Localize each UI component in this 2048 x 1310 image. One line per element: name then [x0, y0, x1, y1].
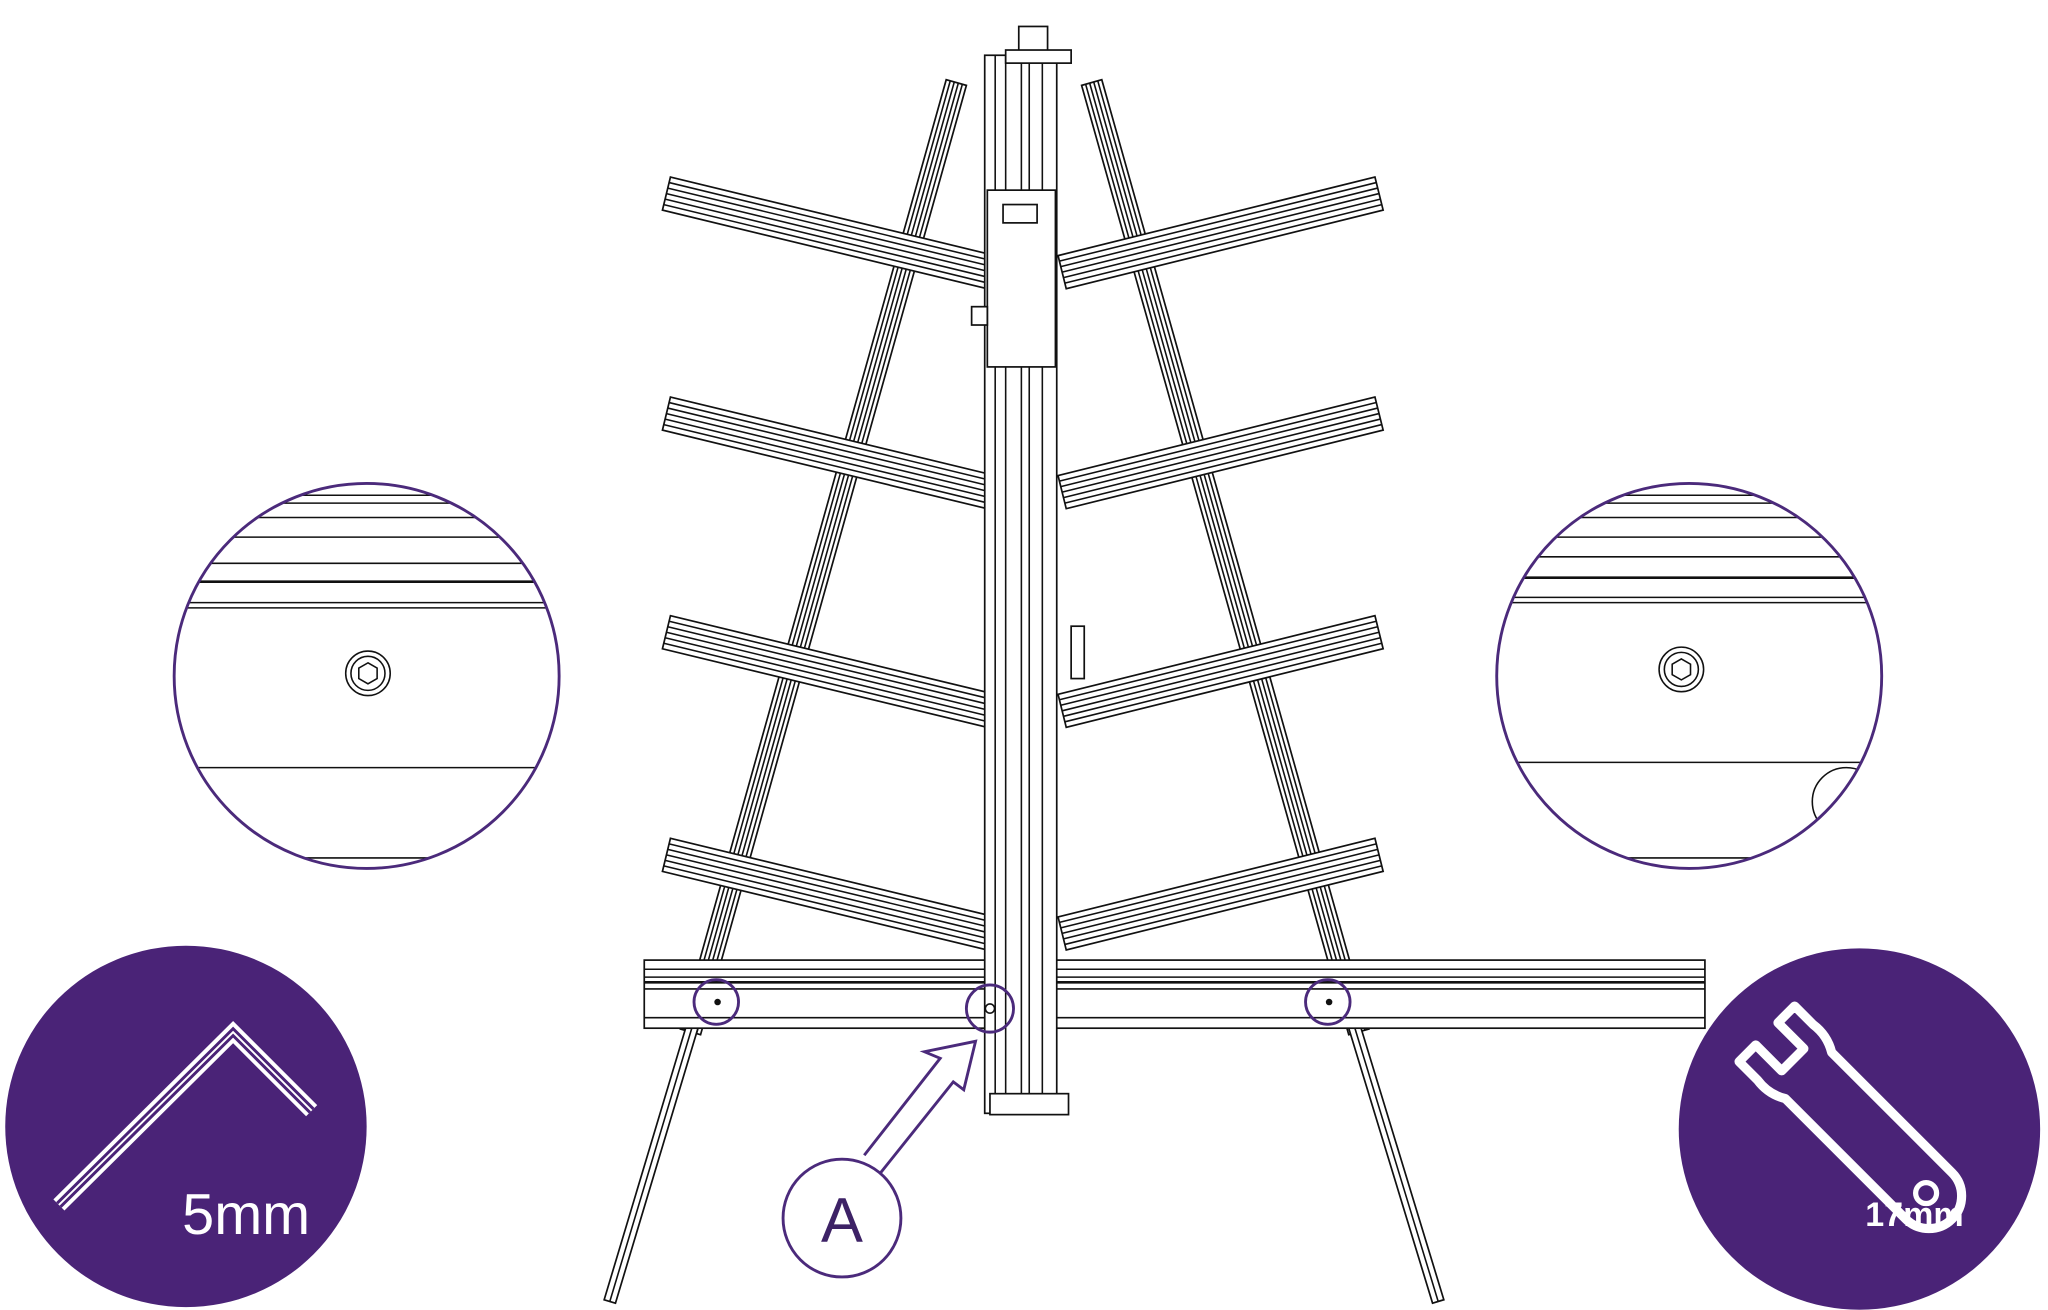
- cutter-column: [970, 25, 1086, 1116]
- support-arms: [661, 176, 1385, 952]
- arm-left-2: [661, 396, 997, 510]
- detail-view-right: [1495, 482, 1884, 870]
- lower-leg-left: [603, 1023, 700, 1305]
- detail-view-left: [172, 482, 561, 870]
- arm-right-2: [1057, 396, 1385, 510]
- hex-socket-bolt-icon: [344, 650, 392, 697]
- arm-right-4: [1057, 837, 1385, 951]
- arm-right-1: [1057, 176, 1385, 290]
- lower-leg-right: [1347, 1023, 1445, 1305]
- hex-key-size-label: 5mm: [182, 1183, 310, 1247]
- callout-a: A: [781, 1039, 978, 1279]
- tool-badge-hex-key: 5mm: [5, 945, 367, 1308]
- detail-marker-right: [1304, 978, 1352, 1026]
- hex-socket-bolt-icon: [1658, 646, 1705, 693]
- arm-left-1: [661, 176, 997, 290]
- lower-legs: [603, 1023, 1445, 1305]
- wrench-icon: [1734, 1001, 1967, 1234]
- arm-left-3: [661, 614, 997, 729]
- tool-badge-wrench: 17mm: [1678, 948, 2041, 1310]
- wrench-size-label: 17mm: [1865, 1196, 1963, 1234]
- detail-marker-center: [964, 983, 1015, 1034]
- detail-marker-left: [692, 978, 740, 1026]
- arm-right-3: [1057, 614, 1385, 729]
- hex-key-icon: [53, 1021, 318, 1211]
- callout-label: A: [821, 1186, 863, 1256]
- base-rail: [643, 959, 1706, 1030]
